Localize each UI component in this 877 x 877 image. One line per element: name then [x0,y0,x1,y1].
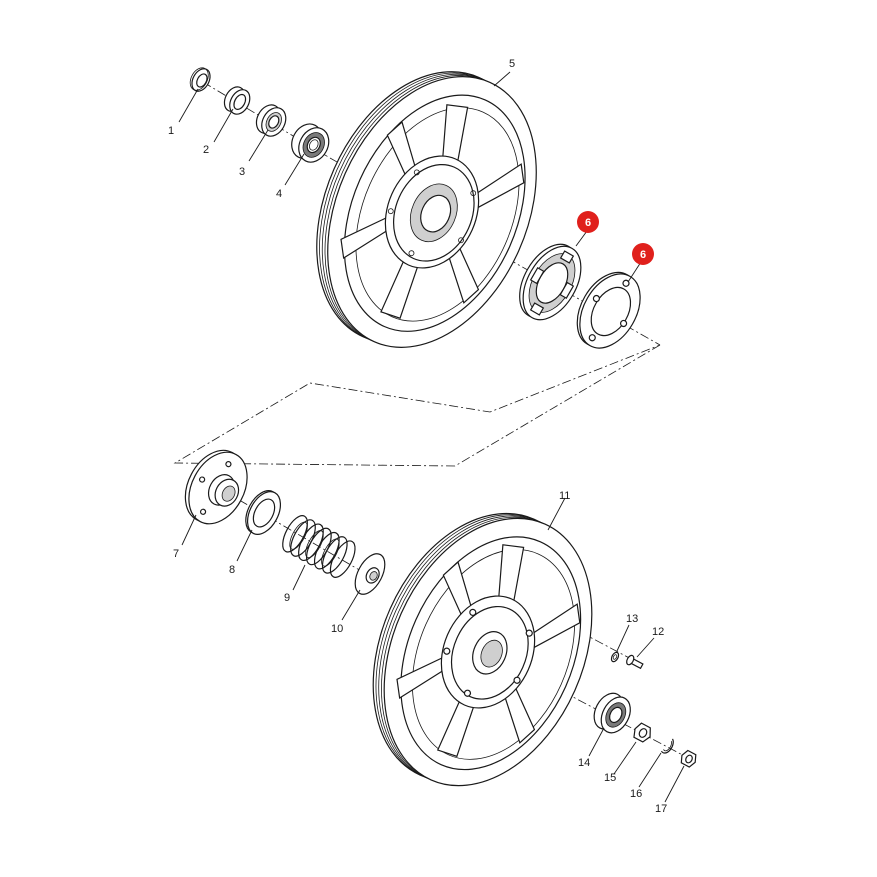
part-10-spring-cup [354,553,386,595]
part-15-nut [633,722,651,743]
part-6-friction-ring [519,243,582,321]
part-4-bearing [291,123,330,163]
part-17-nut [680,749,697,768]
callout-13: 13 [626,613,638,625]
callout-6b: 6 [640,249,646,261]
highlight-badge [632,243,654,265]
highlight-callout-6b[interactable]: 6 [632,243,654,265]
callout-15: 15 [604,772,616,784]
part-1-washer [189,67,211,92]
callout-4: 4 [276,188,282,200]
callout-10: 10 [331,623,343,635]
callout-12: 12 [652,626,664,638]
part-12-bolt [626,654,644,670]
callout-2: 2 [203,144,209,156]
part-8-washer [245,490,282,535]
callout-16: 16 [630,788,642,800]
callout-8: 8 [229,564,235,576]
part-16-retaining-ring [660,738,674,754]
callout-7: 7 [173,548,179,560]
part-9-spring [282,515,356,578]
part-7-flange-hub [184,449,248,525]
part-11-pulley-wheel [372,512,593,787]
callout-3: 3 [239,166,245,178]
highlight-callout-6a[interactable]: 6 [577,211,599,233]
leader-lines [178,71,685,803]
callout-6a: 6 [585,217,591,229]
callout-14: 14 [578,757,590,769]
callout-11: 11 [559,490,570,502]
part-14-bearing [593,692,631,734]
part-2-spacer [223,86,251,115]
part-6-plate [576,271,641,349]
part-3-seal [255,104,287,137]
callout-1: 1 [168,125,174,137]
callout-5: 5 [509,58,515,70]
callout-labels: 1 2 3 4 5 7 8 9 10 11 12 13 14 15 16 17 [168,58,667,815]
highlight-badge [577,211,599,233]
part-13-small-washer [610,651,620,663]
callout-17: 17 [655,803,667,815]
part-5-pulley-wheel [316,71,537,348]
callout-9: 9 [284,592,290,604]
